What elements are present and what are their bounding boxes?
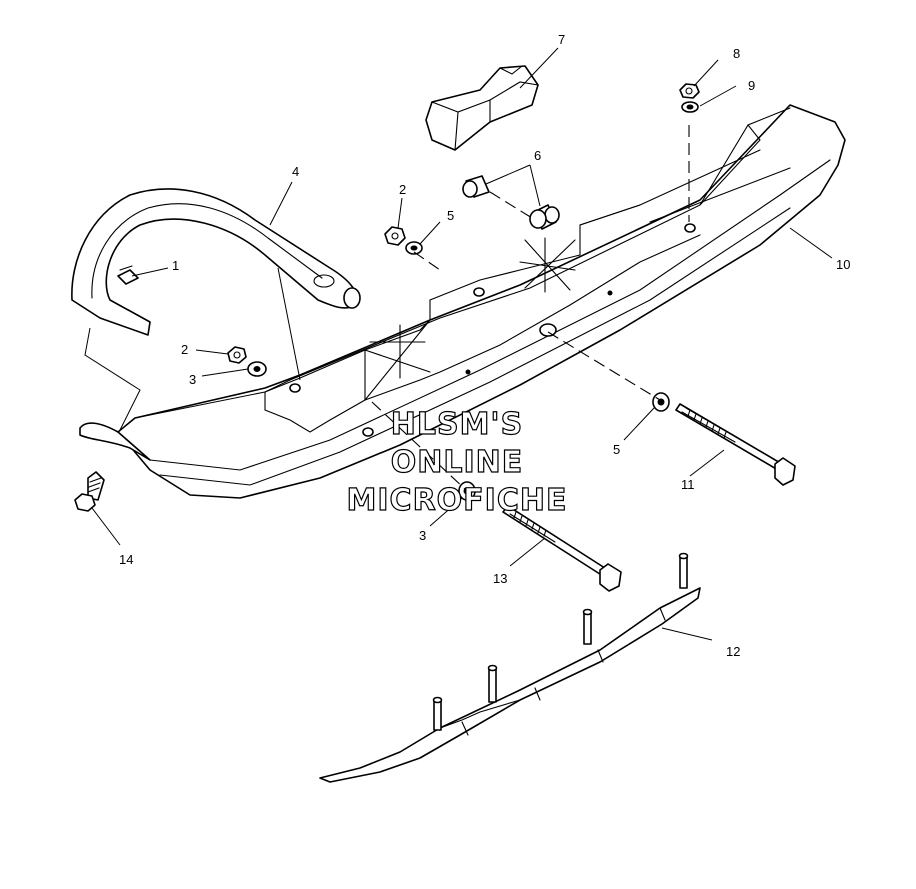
callout-2: 2 [399, 182, 406, 197]
callout-1: 1 [172, 258, 179, 273]
callout-10: 10 [836, 257, 850, 272]
callout-12: 12 [726, 644, 740, 659]
callout-7: 7 [558, 32, 565, 47]
callout-5: 5 [613, 442, 620, 457]
washer-bottom [458, 481, 476, 501]
nut-left [227, 346, 247, 364]
nut-top-right [679, 83, 700, 99]
watermark-line-2: ONLINE [391, 445, 524, 480]
nut-top [384, 226, 406, 246]
washer-right [652, 392, 670, 412]
saddle-pad [425, 65, 539, 151]
bushing-pair [462, 175, 560, 230]
washer-top-right [681, 101, 699, 113]
callout-5: 5 [447, 208, 454, 223]
leader-lines [91, 47, 833, 641]
watermark-line-1: HLSM'S [391, 407, 523, 442]
callout-14: 14 [119, 552, 133, 567]
spindle-bolt-long [675, 403, 796, 486]
carbide-runner [319, 552, 701, 783]
spindle-bolt [502, 505, 622, 592]
callout-labels: 1 2 2 3 3 4 5 5 6 7 8 9 10 11 12 13 14 [119, 32, 850, 659]
carbide-bolt [74, 471, 105, 512]
callout-13: 13 [493, 571, 507, 586]
watermark-line-3: MICROFICHE [347, 483, 568, 518]
washer-top [405, 241, 423, 255]
ski-loop-handle [71, 188, 361, 336]
ski-body [79, 104, 846, 499]
callout-8: 8 [733, 46, 740, 61]
callout-11: 11 [681, 477, 695, 492]
callout-9: 9 [748, 78, 755, 93]
callout-4: 4 [292, 164, 299, 179]
callout-3: 3 [189, 372, 196, 387]
watermark: HLSM'S ONLINE MICROFICHE [346, 406, 568, 518]
callout-3: 3 [419, 528, 426, 543]
loop-clip [117, 265, 139, 285]
callout-2: 2 [181, 342, 188, 357]
callout-6: 6 [534, 148, 541, 163]
assembly-lines [84, 125, 690, 491]
washer-left [247, 361, 267, 377]
